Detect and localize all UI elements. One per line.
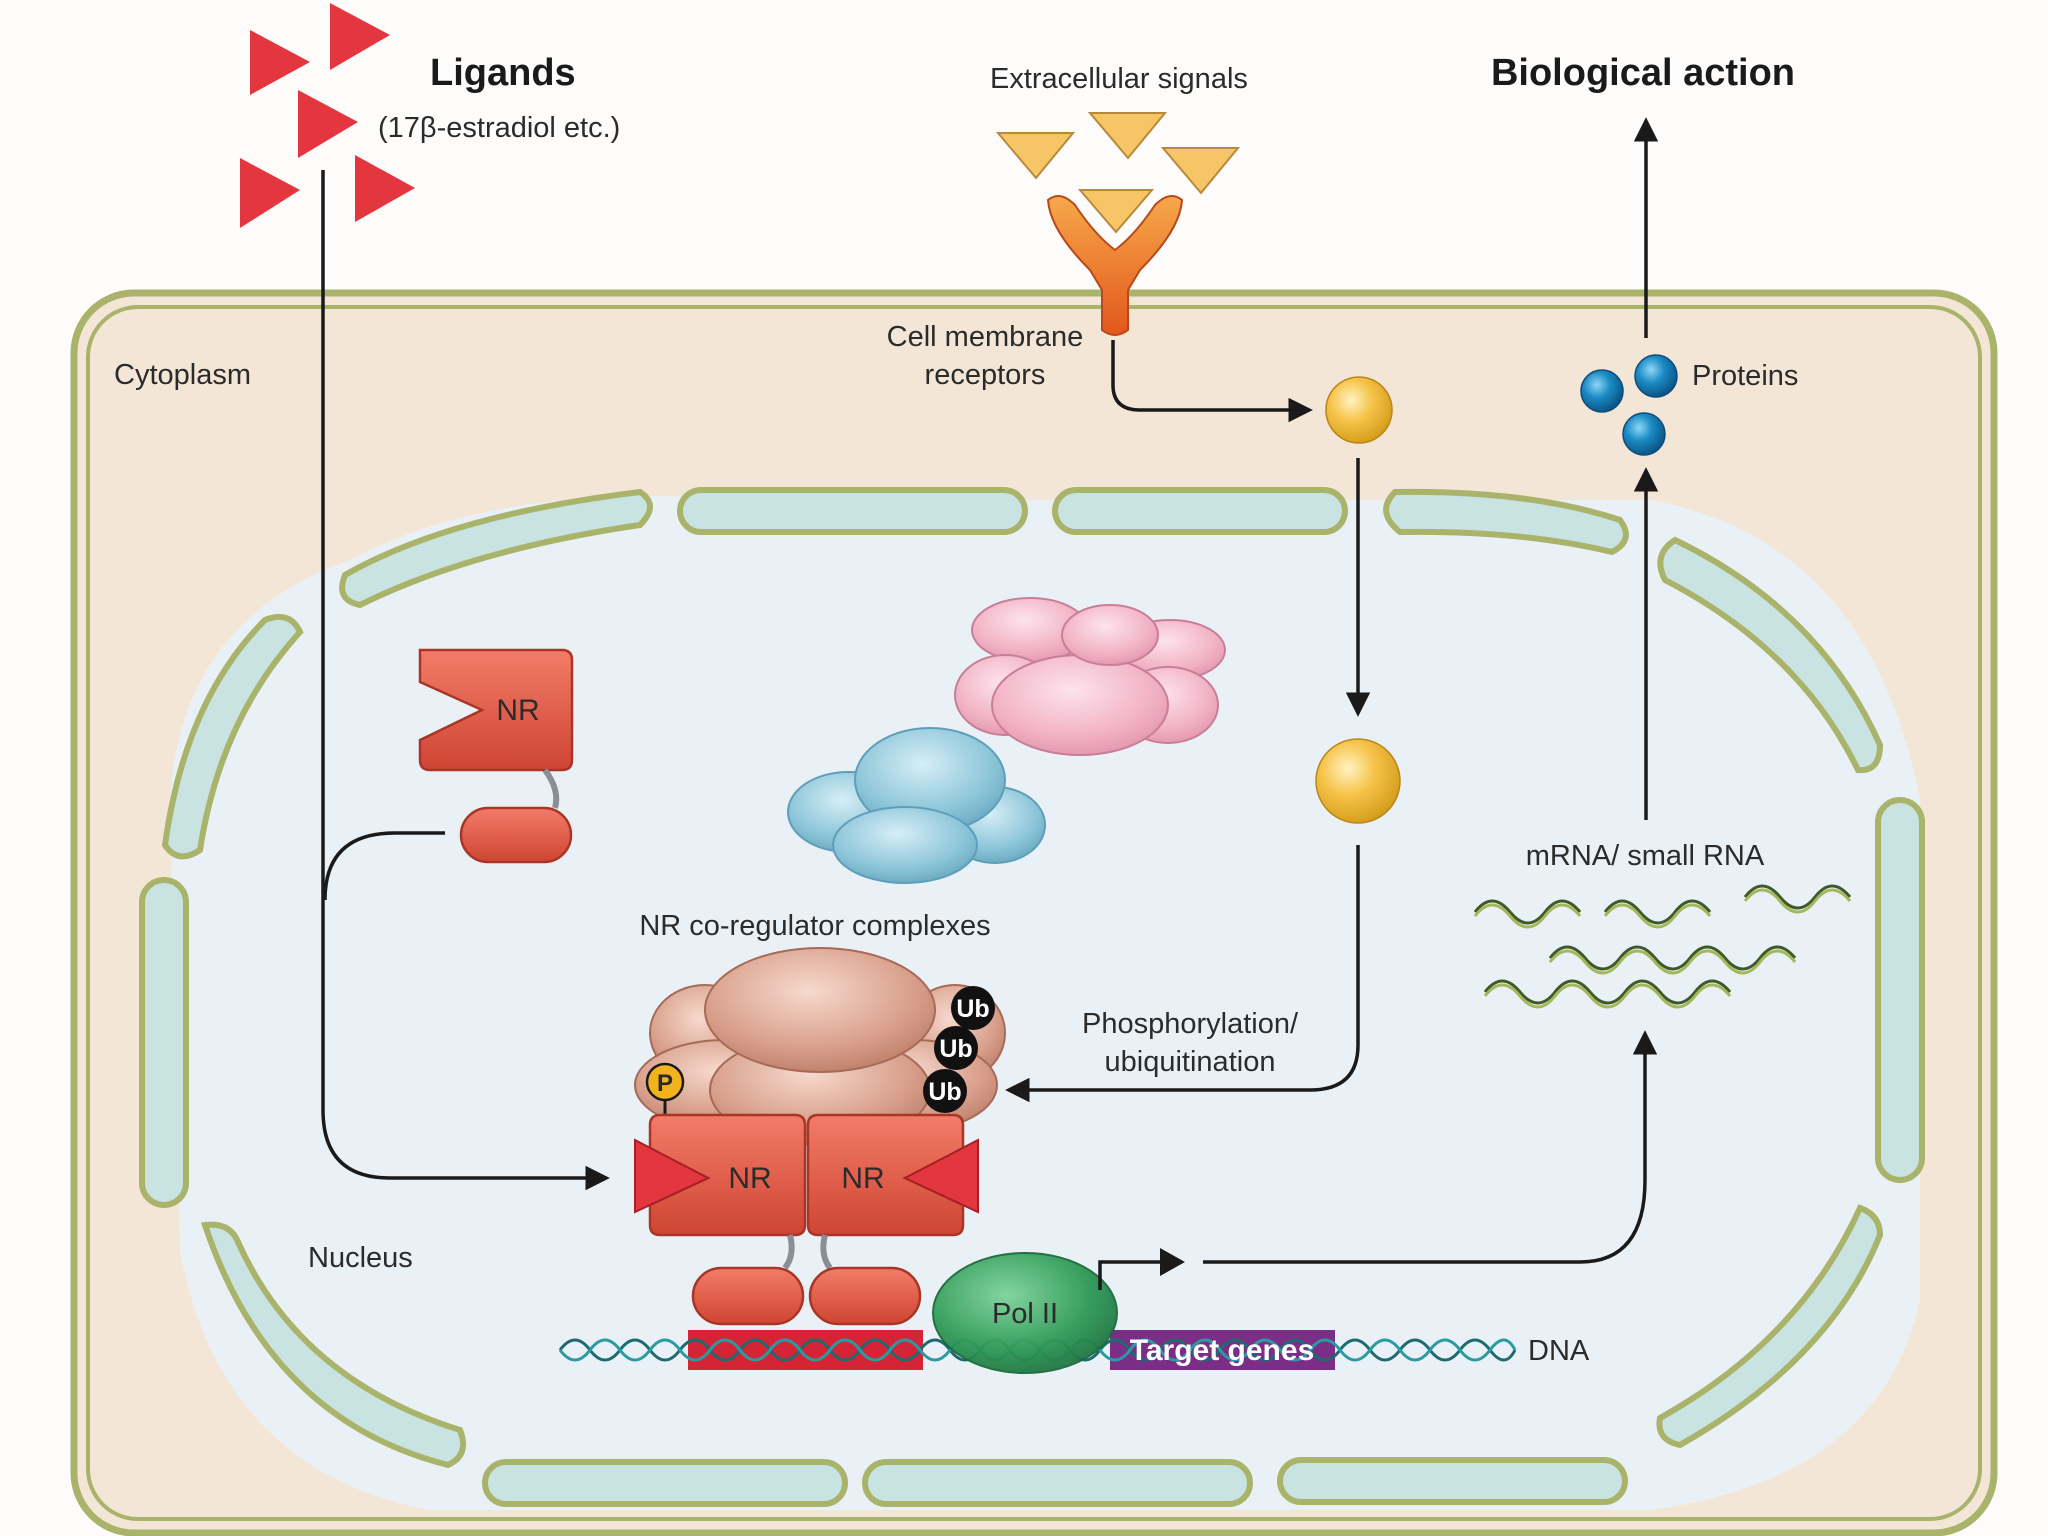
signal-molecule-cytoplasm (1325, 376, 1393, 444)
cytoplasm-label: Cytoplasm (114, 359, 251, 391)
signal-molecule-nucleus (1315, 738, 1401, 824)
extracellular-signal-triangles (995, 112, 1241, 234)
target-genes-label: Target genes (1130, 1334, 1315, 1367)
pink-co-regulator-complex (954, 597, 1226, 756)
nr-label-dimer-left: NR (728, 1162, 771, 1195)
target-genes-region (1110, 1330, 1335, 1370)
nucleus (170, 496, 1920, 1510)
ligands-subtitle: (17β-estradiol etc.) (378, 112, 620, 144)
phosphorylation-arrow (1005, 845, 1360, 1103)
ub-label-3: Ub (928, 1078, 961, 1106)
co-regulator-complexes-label: NR co-regulator complexes (639, 910, 990, 942)
ubiquitin-badges (923, 986, 995, 1113)
nuclear-envelope (139, 487, 1925, 1507)
nr-dimer (634, 1113, 979, 1237)
biological-action-title: Biological action (1491, 52, 1795, 94)
cell-membrane-receptors-label-1: Cell membrane (887, 321, 1084, 353)
phosphate-badge (645, 1062, 685, 1102)
ligand-entry-arrow (321, 170, 610, 1191)
nr-dna-binding-domains (691, 1234, 922, 1326)
transcription-to-rna-arrow (1203, 1030, 1658, 1264)
transcription-start-arrowhead (1160, 1248, 1185, 1276)
rna-strands (1473, 884, 1852, 1009)
cell-membrane-receptor (1046, 195, 1184, 336)
receptor-to-signal-arrow (1111, 340, 1313, 423)
phosphorylation-label-1: Phosphorylation/ (1082, 1008, 1299, 1040)
nucleus-label: Nucleus (308, 1242, 413, 1274)
nr-label-free: NR (496, 694, 539, 727)
pol-ii (932, 1252, 1118, 1374)
dna-label: DNA (1528, 1335, 1590, 1367)
unliganded-nuclear-receptor (418, 648, 574, 864)
extracellular-signals-label: Extracellular signals (990, 63, 1248, 95)
blue-co-regulator-complex (787, 727, 1046, 884)
protein-molecules (1580, 354, 1678, 456)
ub-label-1: Ub (956, 995, 989, 1023)
proteins-label: Proteins (1692, 360, 1798, 392)
nr-label-dimer-right: NR (841, 1162, 884, 1195)
transcription-start-line (1098, 1260, 1172, 1290)
pol-ii-label: Pol II (992, 1298, 1058, 1330)
phosphorylation-label-2: ubiquitination (1105, 1046, 1276, 1078)
ligand-triangles (240, 3, 415, 228)
ligands-title: Ligands (430, 52, 576, 94)
cell-membrane-receptors-label-2: receptors (925, 359, 1046, 391)
ub-label-2: Ub (939, 1035, 972, 1063)
phosphate-label: P (657, 1070, 673, 1097)
mrna-label: mRNA/ small RNA (1526, 840, 1765, 872)
nr-binding-site (688, 1330, 923, 1370)
nr-ligand-join-line (323, 831, 445, 901)
